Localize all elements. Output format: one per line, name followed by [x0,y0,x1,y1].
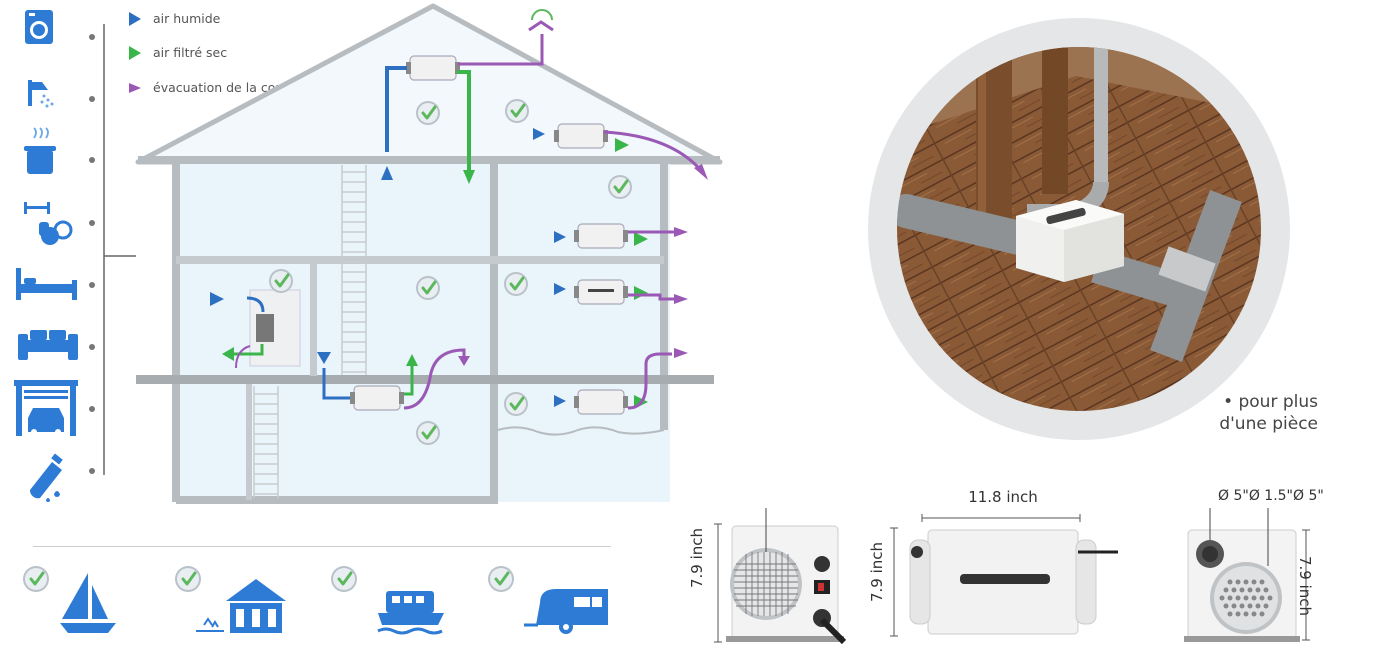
ground-floor [136,375,714,384]
legend-humid-arrow [129,12,141,26]
back-view [1184,508,1310,642]
side-height-label: 7.9 inch [868,541,886,603]
installation-photo [868,18,1290,440]
check-mark [503,97,531,125]
cooking-pot-icon [24,127,56,174]
check-mark [414,99,442,127]
front-height-label: 7.9 inch [688,527,706,589]
caravan-icon [524,589,608,634]
check-mark [502,270,530,298]
bed-icon [16,268,77,300]
lower-ladder [253,386,279,498]
bottom-separator [33,546,611,547]
upper-ladder [341,165,367,375]
attic-dehumidifier [405,55,461,81]
house-icon [196,579,286,633]
broken-wall-edge [497,426,665,436]
check-mark [502,390,530,418]
shower-icon [28,80,54,108]
back-height-label: 7.9 inch [1296,555,1314,617]
legend-drain-arrow [129,83,141,93]
washing-machine-icon [25,10,53,44]
side-view [890,514,1118,637]
sailboat-icon [60,573,116,633]
boat-icon [377,591,444,635]
front-view [714,508,847,645]
photo-caption-line2: d'une pièce [1219,414,1318,434]
side-icon-column [14,10,136,502]
roof [135,3,723,165]
side-width-label: 11.8 inch [968,488,1038,506]
check-mark [606,173,634,201]
photo-caption: • pour plus d'une pièce [1188,391,1318,435]
house-diagram [135,3,723,504]
leak-icon [29,453,63,502]
photo-caption-line1: • pour plus [1223,392,1318,412]
bottom-icon-row [21,564,608,635]
legend-dry-label: air filtré sec [153,45,228,60]
sofa-icon [18,330,78,360]
legend-dry-arrow [129,46,141,60]
back-duct-label: Ø 5"Ø 1.5"Ø 5" [1218,488,1324,504]
attic-floor [138,156,720,164]
legend-humid-label: air humide [153,11,221,26]
upper-floor [176,256,664,264]
check-mark [414,274,442,302]
check-mark [267,267,295,295]
garage-icon [14,380,78,436]
check-mark [414,419,442,447]
legend-markers [129,12,141,93]
gym-icon [24,202,73,245]
